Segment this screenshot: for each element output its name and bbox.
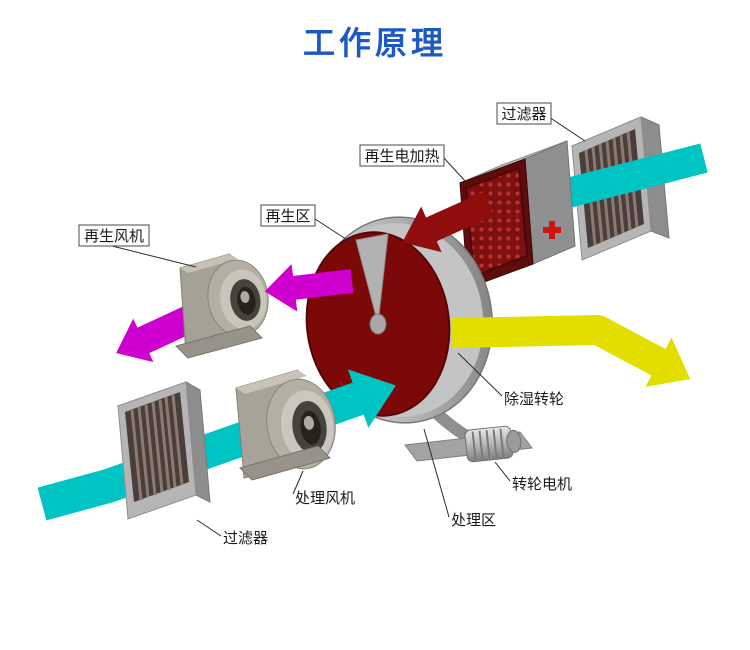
label-desiccant-wheel: 除湿转轮: [504, 391, 564, 408]
leader-filter-bottom: [196, 519, 222, 537]
page-title: 工作原理: [302, 25, 447, 61]
label-box-regen-heater: [359, 144, 445, 167]
label-wheel-motor: 转轮电机: [512, 476, 572, 493]
label-regen-zone: 再生区: [265, 208, 310, 225]
regen-fan: [175, 253, 269, 359]
leader-wheel-motor: [494, 461, 511, 482]
label-box-regen-zone: [260, 204, 316, 227]
label-process-fan: 处理风机: [295, 490, 355, 507]
regen-fan-hub: [240, 291, 250, 304]
leader-desiccant-wheel: [457, 352, 503, 397]
label-process-zone: 处理区: [451, 512, 496, 529]
leader-regen-fan: [111, 245, 197, 268]
process-fan-housing-top: [236, 370, 307, 394]
leader-lines: [111, 116, 586, 537]
regen-air-arrow: [264, 263, 354, 312]
wheel-motor: [464, 425, 522, 463]
label-box-regen-fan: [78, 224, 150, 247]
filter-bottom-box: [116, 381, 211, 520]
leader-process-zone: [423, 428, 450, 518]
leader-regen-zone: [314, 218, 353, 244]
process-fan: [235, 369, 336, 481]
regen-fan-base: [175, 325, 263, 359]
process-fan-hub: [303, 415, 314, 430]
labels: 过滤器 再生电加热 再生区 再生风机 除湿转轮 转轮电机 处理风机 处理区 过滤…: [78, 102, 572, 547]
label-filter-top: 过滤器: [501, 106, 546, 123]
wheel-hub: [369, 313, 387, 335]
regen-fan-cylinder: [207, 259, 269, 337]
leader-regen-heater: [443, 157, 467, 183]
leader-filter-top: [548, 116, 586, 142]
heater-side-face: [524, 140, 576, 265]
dry-air-outlet-arrow: [451, 315, 691, 387]
hot-air-arrow: [402, 192, 494, 253]
leader-process-fan: [292, 470, 304, 495]
label-box-filter-top: [496, 102, 552, 125]
filter-slats: [130, 394, 184, 501]
wheel-sector-wedge: [355, 233, 389, 325]
label-regen-heater: 再生电加热: [364, 148, 439, 165]
label-filter-bottom: 过滤器: [223, 530, 268, 547]
process-fan-base: [239, 445, 331, 481]
label-regen-fan: 再生风机: [84, 228, 144, 245]
red-cross-icon: [543, 221, 561, 239]
working-principle-diagram: 过滤器 再生电加热 再生区 再生风机 除湿转轮 转轮电机 处理风机 处理区 过滤…: [37, 102, 708, 547]
motor-ribs: [471, 428, 505, 460]
regen-fan-housing-top: [180, 254, 238, 273]
regen-intake-arrow: [552, 143, 708, 211]
motor-end-cap: [506, 429, 522, 453]
